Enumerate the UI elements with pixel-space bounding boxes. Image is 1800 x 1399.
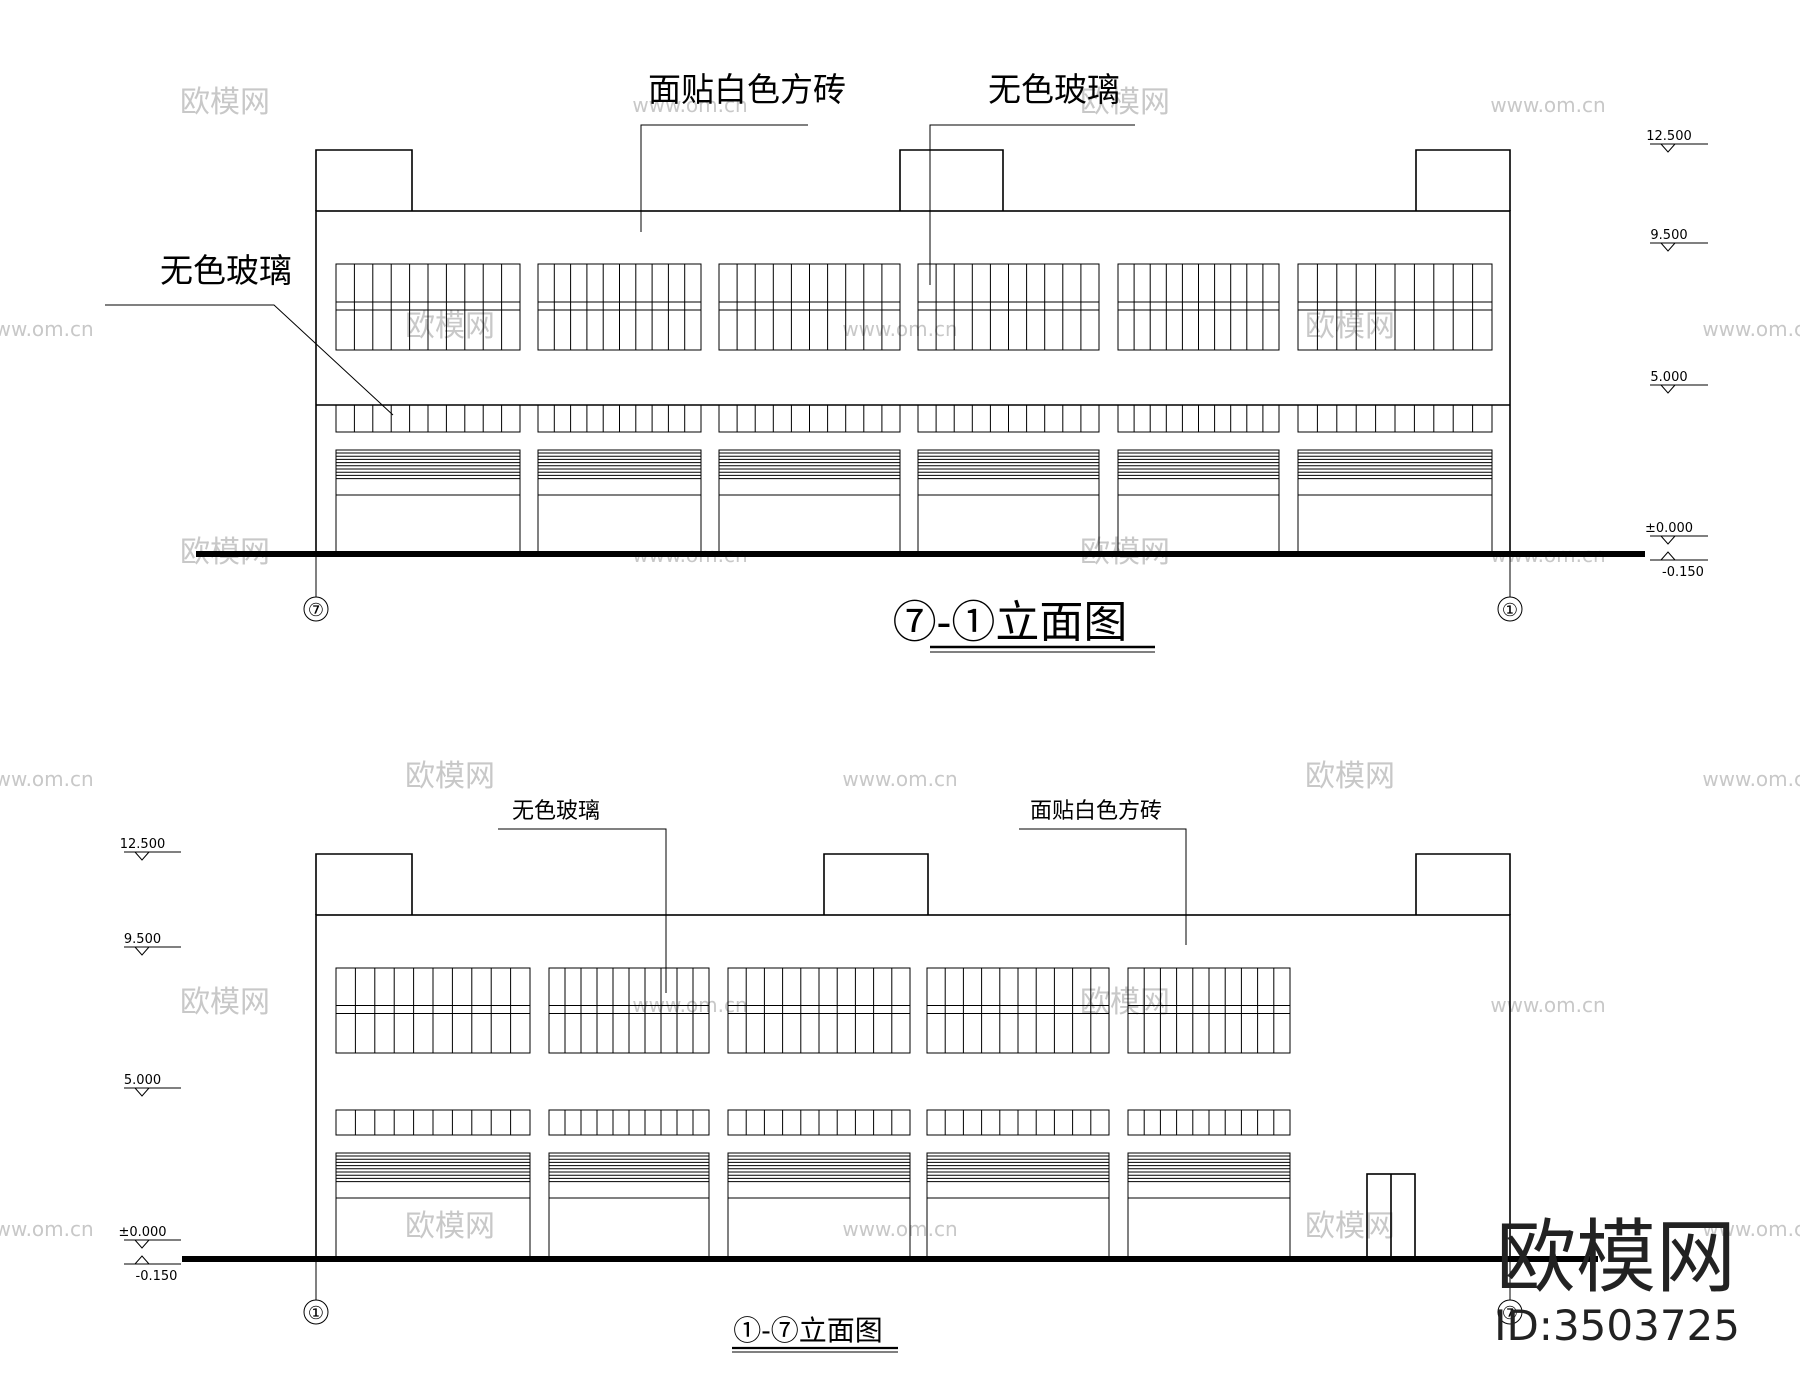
watermark-logo: 欧模网 [405, 1209, 495, 1244]
watermark-url: www.om.cn [1490, 93, 1605, 117]
watermark-logo: 欧模网 [180, 985, 270, 1020]
elevation-triangle [1660, 535, 1676, 545]
elevation-value: 12.500 [120, 837, 166, 852]
watermark-logo: 欧模网 [180, 85, 270, 120]
callout-tile-leader [640, 124, 808, 232]
window-group [335, 967, 1291, 1258]
elevation-value: 12.500 [1646, 129, 1692, 144]
drawing-title: ①-⑦立面图 [733, 1314, 882, 1347]
callout-tile-label: 面贴白色方砖 [1030, 799, 1162, 824]
elevation-marks: 12.500 9.500 5.000 ±0.000 -0.150 [1645, 129, 1708, 580]
elevation-triangle [1660, 551, 1676, 561]
watermark-url: www.om.cn [0, 317, 94, 341]
elevation-marks: 12.500 9.500 5.000 ±0.000 -0.150 [118, 837, 181, 1284]
elevation-value: -0.150 [136, 1269, 178, 1284]
watermark-url: www.om.cn [1702, 1217, 1800, 1241]
elevation-value: ±0.000 [118, 1225, 166, 1240]
watermark-logo: 欧模网 [1080, 985, 1170, 1020]
elevation-triangle [1660, 384, 1676, 394]
building-outline [315, 210, 1511, 555]
parapet-right [1415, 149, 1511, 211]
callout-glass-label-2: 无色玻璃 [160, 251, 292, 290]
watermark-logo: 欧模网 [405, 759, 495, 794]
watermark-url: www.om.cn [0, 1217, 94, 1241]
parapet-right [1415, 853, 1511, 915]
axis-bubble-right [1497, 596, 1523, 622]
elevation-value: 9.500 [124, 932, 161, 947]
axis-label-right: ⑦ [1502, 1303, 1518, 1324]
callout-glass-label: 无色玻璃 [988, 70, 1120, 109]
watermark-url: www.om.cn [842, 1217, 957, 1241]
parapet-middle [823, 853, 929, 915]
elevation-triangle [134, 1087, 150, 1097]
callout-glass-leader [929, 124, 1135, 285]
watermark-url: www.om.cn [0, 767, 94, 791]
callout-glass-label: 无色玻璃 [512, 799, 600, 824]
watermark-url: www.om.cn [1702, 317, 1800, 341]
elevation-triangle [134, 1239, 150, 1249]
elevation-triangle [134, 946, 150, 956]
parapet-left [315, 149, 413, 211]
elevation-value: 5.000 [124, 1073, 161, 1088]
callout-glass-leader [498, 828, 667, 993]
axis-bubble-left [303, 596, 329, 622]
elevation-value: 9.500 [1650, 228, 1687, 243]
elevation-triangle [1660, 143, 1676, 153]
watermark-logo: 欧模网 [1080, 85, 1170, 120]
axis-bubble-right [1497, 1299, 1523, 1325]
callout-glass-leader-2 [105, 304, 394, 416]
elevation-value: -0.150 [1662, 565, 1704, 580]
elevation-top: ⑦ ① 面贴白色方砖 无色玻璃 无色玻璃 12.500 9.500 5.000 ±0.… [105, 70, 1708, 653]
elevation-value: ±0.000 [1645, 521, 1693, 536]
axis-bubble-left [303, 1299, 329, 1325]
watermark-layer: 欧模网 www.om.cn 欧模网 www.om.cn www.om.cn 欧模网 www.… [0, 85, 1800, 1244]
window-group [335, 263, 1493, 553]
parapet-left [315, 853, 413, 915]
watermark-logo: 欧模网 [1305, 309, 1395, 344]
watermark-logo: 欧模网 [1305, 1209, 1395, 1244]
callout-tile-leader [1019, 828, 1187, 945]
brand-watermark-logo: 欧模网 [1496, 1211, 1736, 1304]
elevation-value: 5.000 [1650, 370, 1687, 385]
axis-label-right: ① [1502, 600, 1518, 621]
elevation-triangle [1660, 242, 1676, 252]
elevation-bottom: ① ⑦ 无色玻璃 面贴白色方砖 12.500 9.500 5.000 ±0.000 -0… [118, 799, 1598, 1353]
watermark-url: www.om.cn [1702, 767, 1800, 791]
watermark-url: www.om.cn [632, 93, 747, 117]
callout-tile-label: 面贴白色方砖 [648, 70, 846, 109]
building-outline [315, 914, 1511, 1260]
axis-label-left: ⑦ [308, 600, 324, 621]
watermark-url: www.om.cn [1490, 993, 1605, 1017]
drawing-title: ⑦-①立面图 [893, 597, 1128, 648]
axis-label-left: ① [308, 1303, 324, 1324]
watermark-logo: 欧模网 [1305, 759, 1395, 794]
brand-watermark-id: ID:3503725 [1494, 1301, 1740, 1350]
watermark-url: www.om.cn [842, 767, 957, 791]
watermark-logo: 欧模网 [405, 309, 495, 344]
parapet-middle [899, 149, 1004, 211]
elevation-triangle [134, 851, 150, 861]
elevation-triangle [134, 1255, 150, 1265]
